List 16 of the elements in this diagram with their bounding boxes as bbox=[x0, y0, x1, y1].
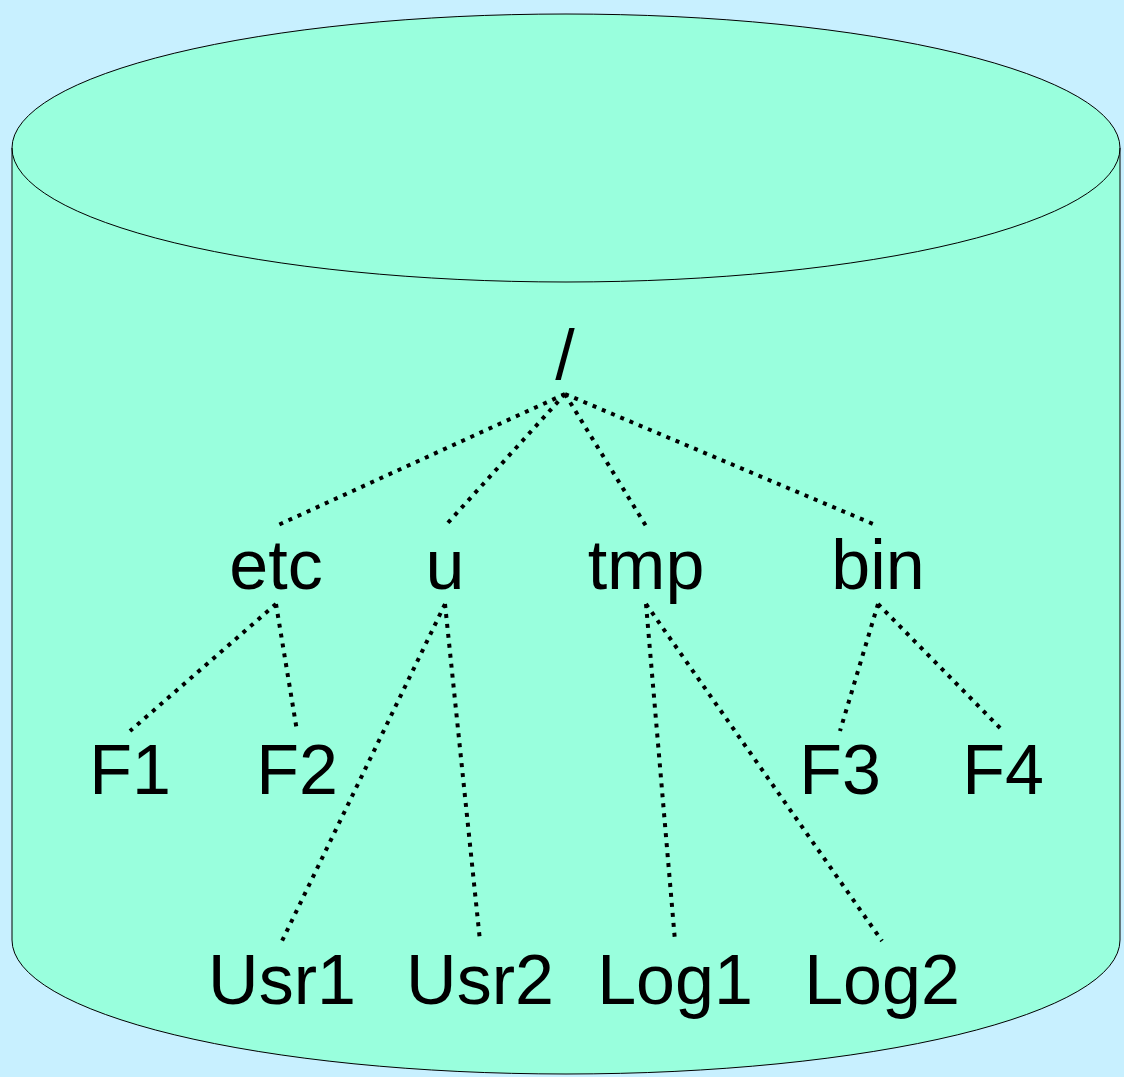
directory-label: etc bbox=[229, 530, 323, 600]
directory-label: bin bbox=[831, 530, 925, 600]
dotted-line bbox=[644, 602, 884, 943]
dotted-line bbox=[563, 392, 648, 528]
dotted-line bbox=[838, 603, 880, 732]
dotted-line bbox=[128, 602, 278, 733]
file-label: Usr1 bbox=[208, 945, 356, 1015]
file-label: F1 bbox=[89, 735, 171, 805]
disk-cylinder bbox=[12, 14, 1120, 1074]
file-label: Usr2 bbox=[406, 945, 554, 1015]
dotted-line bbox=[280, 603, 447, 942]
directory-label: u bbox=[425, 530, 465, 600]
root-directory-label: / bbox=[555, 320, 575, 390]
file-label: F2 bbox=[256, 735, 338, 805]
file-label: F4 bbox=[962, 735, 1044, 805]
file-label: F3 bbox=[799, 735, 881, 805]
